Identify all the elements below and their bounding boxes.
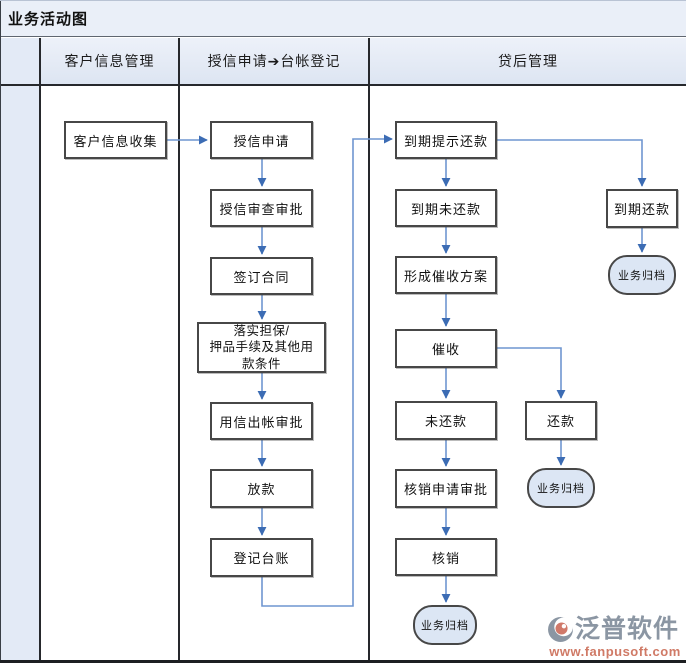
node-sign-contract: 签订合同 [210,257,313,295]
lane-header-label: 客户信息管理 [64,53,155,69]
node-credit-review-approval: 授信审查审批 [210,189,313,227]
node-archive-due-repaid: 业务归档 [608,255,676,295]
node-collection-plan: 形成催收方案 [395,256,497,294]
node-writeoff: 核销 [395,538,497,576]
node-repaid: 还款 [525,401,597,440]
diagram-title-bar: 业务活动图 [0,1,686,37]
header-divider-line [0,84,686,86]
lane-header-label: 贷后管理 [498,53,558,69]
frame-bottom-border [0,660,686,663]
watermark: 泛普软件 www.fanpusoft.com [547,616,683,659]
node-due-reminder: 到期提示还款 [395,121,497,159]
fanpu-logo-icon [548,617,573,642]
lane-header-label: 授信申请➔台帐登记 [207,53,341,69]
lane-header-post-loan: 贷后管理 [370,38,686,84]
node-archive-final: 业务归档 [413,605,477,645]
watermark-url: www.fanpusoft.com [549,644,681,659]
lane-divider [39,38,41,660]
node-disbursement-approval: 用信出帐审批 [210,402,313,440]
lane-divider [178,38,180,660]
swimlane-side-column [0,38,39,660]
node-register-ledger: 登记台账 [210,538,313,577]
lane-divider [368,38,370,660]
lane-header-customer-info: 客户信息管理 [41,38,178,84]
node-implement-guarantee: 落实担保/ 押品手续及其他用 款条件 [197,322,326,373]
node-collect-customer-info: 客户信息收集 [64,121,167,159]
node-collection: 催收 [395,329,497,368]
diagram-title: 业务活动图 [8,11,89,28]
node-credit-application: 授信申请 [210,121,313,159]
lane-header-credit-to-ledger: 授信申请➔台帐登记 [180,38,368,84]
frame-left-border [0,1,1,662]
node-unpaid: 未还款 [395,401,497,440]
node-due-unpaid: 到期未还款 [395,189,497,227]
node-archive-repaid: 业务归档 [527,468,595,508]
watermark-brand: 泛普软件 [575,615,680,643]
node-due-repaid: 到期还款 [606,189,678,228]
node-writeoff-approval: 核销申请审批 [395,469,497,508]
node-loan-release: 放款 [210,469,313,508]
